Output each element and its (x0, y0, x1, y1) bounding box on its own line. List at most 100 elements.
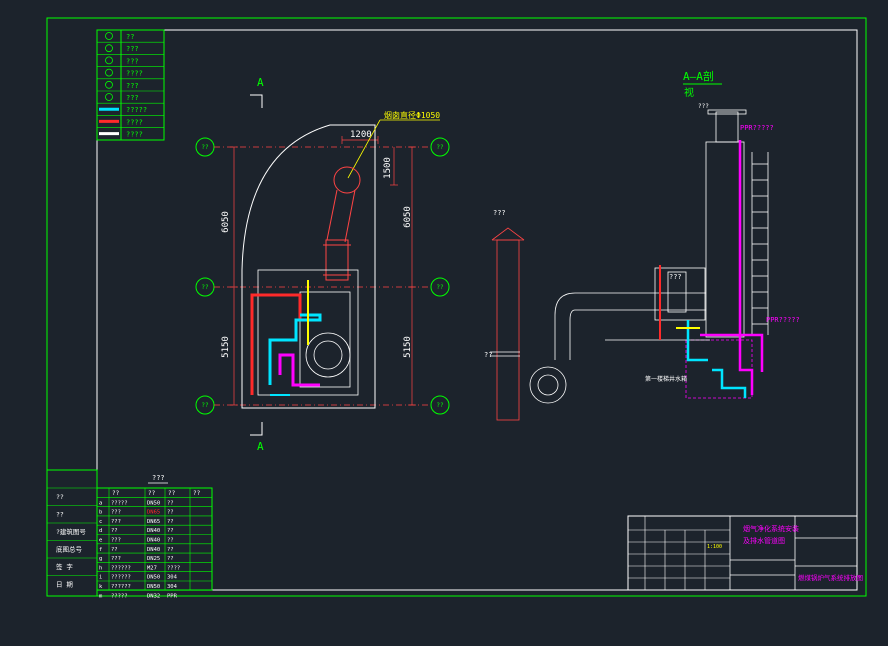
table-cell: ?? (167, 500, 174, 506)
table-cell: DN65 (147, 519, 160, 525)
table-cell: DN50 (147, 584, 160, 590)
legend-row-label: ??? (126, 94, 139, 102)
table-cell: ?? (167, 528, 174, 534)
dim-1200: 1200 (350, 130, 372, 140)
table-cell: ?????? (111, 584, 131, 590)
legend-row-label: ??? (126, 82, 139, 90)
table-cell: ?? (167, 519, 174, 525)
table-cell: e (99, 538, 102, 544)
cyan-pipe-plan-a (294, 313, 322, 325)
table-cell: DN40 (147, 538, 160, 544)
table-cell: ??? (111, 538, 121, 544)
dim-1500: 1500 (383, 157, 393, 179)
sheet-outer-border (46, 17, 867, 597)
section-subtitle: 视 (684, 86, 694, 99)
table-cell: ????? (111, 500, 128, 506)
dim-5150-left: 5150 (221, 336, 231, 358)
table-header-cell: ?? (148, 490, 156, 497)
legend-valve-symbol (105, 32, 113, 40)
table-cell: DN40 (147, 528, 160, 534)
table-side-label: ?? (56, 493, 64, 501)
table-cell: i (99, 575, 102, 581)
legend-row-label: ???? (126, 118, 143, 126)
magenta-pipe-plan (278, 353, 320, 387)
table-cell: ??? (111, 519, 121, 525)
chimney-diameter-callout: 烟囱直径Φ1050 (384, 110, 440, 120)
legend-valve-symbol (105, 44, 113, 53)
table-header-cell: ?? (168, 490, 176, 497)
table-side-label: 签 字 (56, 562, 73, 571)
legend-row-label: ?? (126, 33, 134, 41)
dim-6050-right: 6050 (403, 206, 413, 228)
table-cell: ????? (111, 593, 128, 599)
tag-box: ??? (669, 273, 682, 281)
equipment-table-rows: ????????a?????DN50??b???DN65??c???DN65??… (47, 487, 213, 599)
table-cell: 304 (167, 575, 178, 581)
drawing-scale: 1:100 (707, 544, 722, 550)
table-cell: ?? (167, 510, 174, 516)
axis-label: ?? (201, 284, 209, 291)
legend-row-label: ??? (126, 57, 139, 65)
table-side-label: 底图总号 (56, 545, 83, 554)
table-cell: m (99, 593, 103, 599)
tag-chimney: ??? (493, 209, 506, 217)
table-side-label: 日 期 (56, 581, 73, 589)
legend-row-label: ??? (126, 45, 139, 53)
legend-valve-symbol (105, 80, 113, 89)
tag-left: ?? (484, 351, 492, 359)
axis-bubble-right-bottom (430, 395, 450, 415)
legend-valve-symbol (105, 93, 113, 101)
table-cell: ??? (111, 556, 121, 562)
table-cell: f (99, 547, 102, 553)
dim-6050-left: 6050 (221, 211, 231, 233)
table-cell: ???? (167, 565, 180, 571)
table-cell: ?? (111, 547, 118, 553)
table-cell: ?? (167, 538, 174, 544)
table-cell: PPR (167, 593, 178, 599)
axis-label: ?? (201, 402, 209, 409)
axis-label: ?? (436, 284, 444, 291)
table-cell: DN50 (147, 575, 160, 581)
table-cell: ?????? (111, 575, 131, 581)
table-cell: 304 (167, 584, 178, 590)
table-cell: DN65 (147, 510, 160, 516)
legend-valve-symbol (105, 56, 113, 65)
table-cell: ?? (111, 528, 118, 534)
table-cell: ?????? (111, 565, 131, 571)
pipe-legend: ??????????????????????????????? (96, 29, 165, 141)
table-cell: DN25 (147, 556, 160, 562)
table-header-cell: ?? (193, 490, 201, 497)
project-name-line1: 烟气净化系统安装 (743, 524, 799, 533)
table-cell: c (99, 519, 102, 525)
table-cell: DN50 (147, 500, 160, 506)
dim-5150-right: 5150 (403, 336, 413, 358)
building-outline (241, 124, 376, 409)
tag-pipe2: PPR????? (766, 316, 800, 324)
table-cell: ?? (167, 556, 174, 562)
table-title: ??? (152, 474, 165, 482)
tag-top: ??? (698, 103, 709, 110)
cyan-pipe-plan-b (268, 325, 298, 385)
table-header-cell: ?? (112, 490, 120, 497)
axis-label: ?? (436, 402, 444, 409)
magenta-pipe-section-b (700, 333, 764, 372)
table-cell: a (99, 500, 102, 506)
tag-pipe1: PPR????? (740, 124, 774, 132)
axis-label: ?? (436, 144, 444, 151)
table-cell: k (99, 584, 103, 590)
legend-row-label: ????? (126, 106, 147, 114)
section-view: A—A剖 视 ??? (484, 69, 800, 421)
table-side-label: ?建筑图号 (56, 527, 86, 536)
section-title: A—A剖 (683, 69, 714, 83)
plan-view: ?? ?? ?? ?? ?? ?? (195, 76, 450, 453)
section-marker-bottom: A (257, 440, 264, 453)
table-cell: DN40 (147, 547, 160, 553)
section-marker-top: A (257, 76, 264, 89)
project-name-line2: 及排水管道图 (743, 536, 785, 545)
table-cell: ??? (111, 510, 121, 516)
red-pipe-plan (250, 293, 302, 395)
table-cell: DN32 (147, 593, 160, 599)
sheet-inner-frame (96, 29, 858, 591)
